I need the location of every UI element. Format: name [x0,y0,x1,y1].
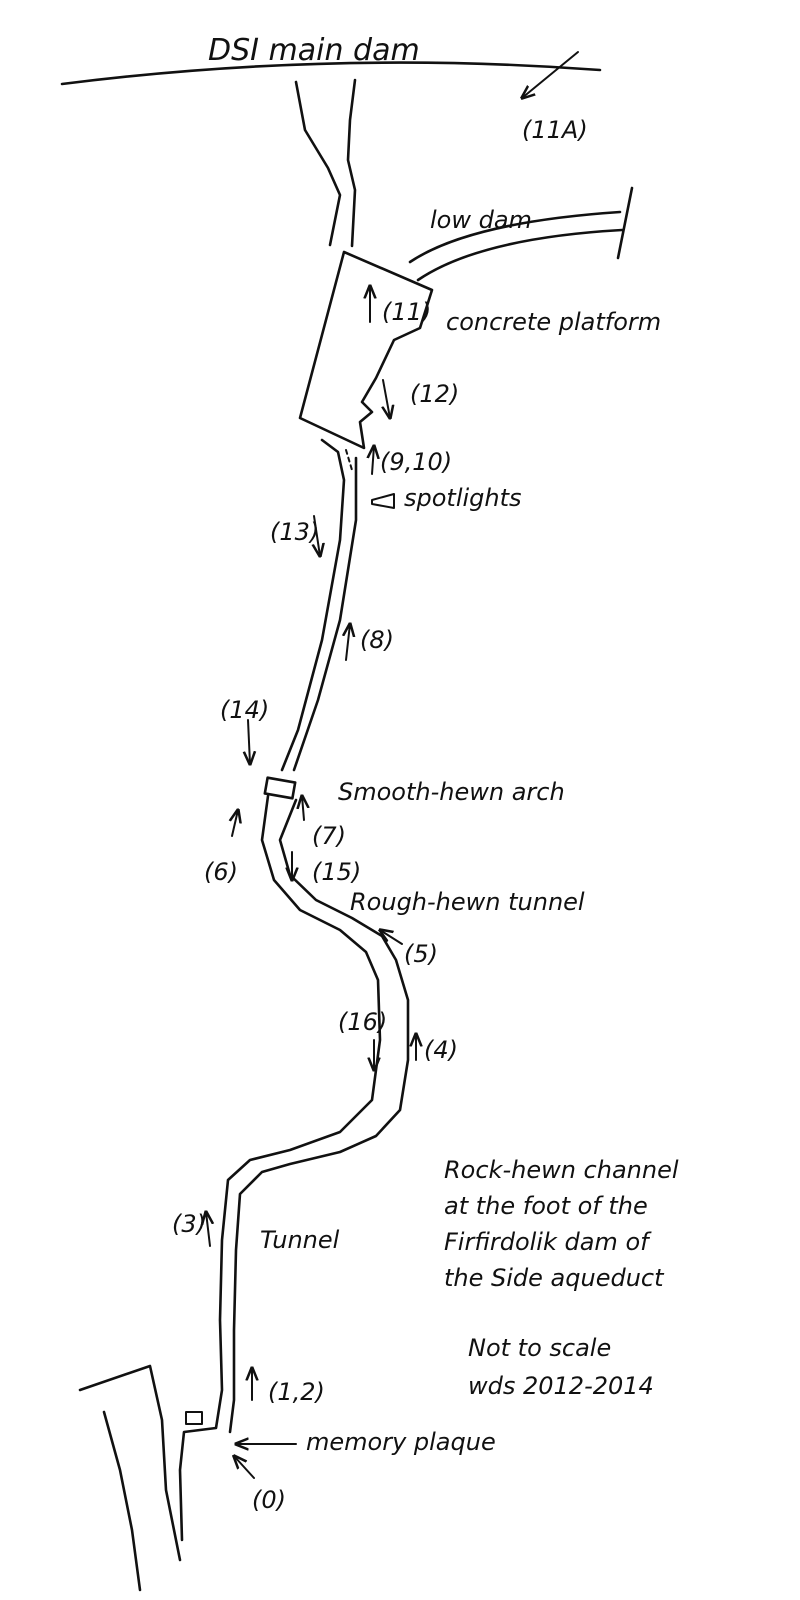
arrow-7 [302,796,304,821]
marker-3: (3) [172,1210,206,1238]
riverbank-left-inner [102,1410,142,1592]
label-memory-plaque: memory plaque [306,1428,496,1456]
marker-5: (5) [404,940,438,968]
upper-channel-left [294,80,342,247]
smooth-arch-symbol [263,776,297,800]
note-author: wds 2012-2014 [468,1372,654,1400]
marker-7: (7) [312,822,346,850]
label-tunnel: Tunnel [260,1226,340,1254]
channel-left-upper [280,438,346,772]
label-concrete-platform: concrete platform [446,308,661,336]
label-low-dam: low dam [430,206,532,234]
marker-0: (0) [252,1486,286,1514]
marker-4: (4) [424,1036,458,1064]
caption-line-2: at the foot of the [444,1192,648,1220]
arrow-12 [383,379,390,418]
concrete-platform [298,250,434,450]
arrow-6 [232,810,238,837]
caption-line-4: the Side aqueduct [444,1264,665,1292]
arrow-8 [346,624,350,661]
label-rough-tunnel: Rough-hewn tunnel [350,888,585,916]
note-not-to-scale: Not to scale [468,1334,611,1362]
marker-15: (15) [312,858,361,886]
arrow-5 [380,930,403,945]
marker-6: (6) [204,858,238,886]
riverbank-left [78,1364,182,1562]
marker-11: (11) [382,298,431,326]
arrow-13 [314,515,320,556]
marker-12: (12) [410,380,459,408]
channel-right-upper [292,456,358,772]
label-smooth-arch: Smooth-hewn arch [338,778,565,806]
label-spotlights: spotlights [404,484,522,512]
low-dam-lower [416,228,624,282]
tunnel-right-middle [228,798,410,1434]
memory-plaque-symbol [185,1411,203,1425]
arrow-11a [522,51,579,98]
marker-11a: (11A) [522,116,588,144]
low-dam-upper [408,210,622,264]
main-dam-line [60,61,602,86]
arrow-14 [248,719,250,764]
spotlight-icon [371,493,395,509]
marker-1-2: (1,2) [268,1378,325,1406]
tunnel-left-middle [178,794,382,1542]
marker-14: (14) [220,696,269,724]
arrow-3 [206,1212,210,1247]
marker-9-10: (9,10) [380,448,452,476]
low-dam-end-cap [616,186,634,260]
channel-dashed-joint [345,449,353,471]
caption-line-1: Rock-hewn channel [444,1156,679,1184]
arrow-9-10 [372,446,374,475]
upper-channel-right [346,78,357,248]
arrow-0 [234,1456,255,1479]
marker-8: (8) [360,626,394,654]
caption-line-3: Firfirdolik dam of [444,1228,652,1256]
marker-13: (13) [270,518,319,546]
marker-16: (16) [338,1008,387,1036]
